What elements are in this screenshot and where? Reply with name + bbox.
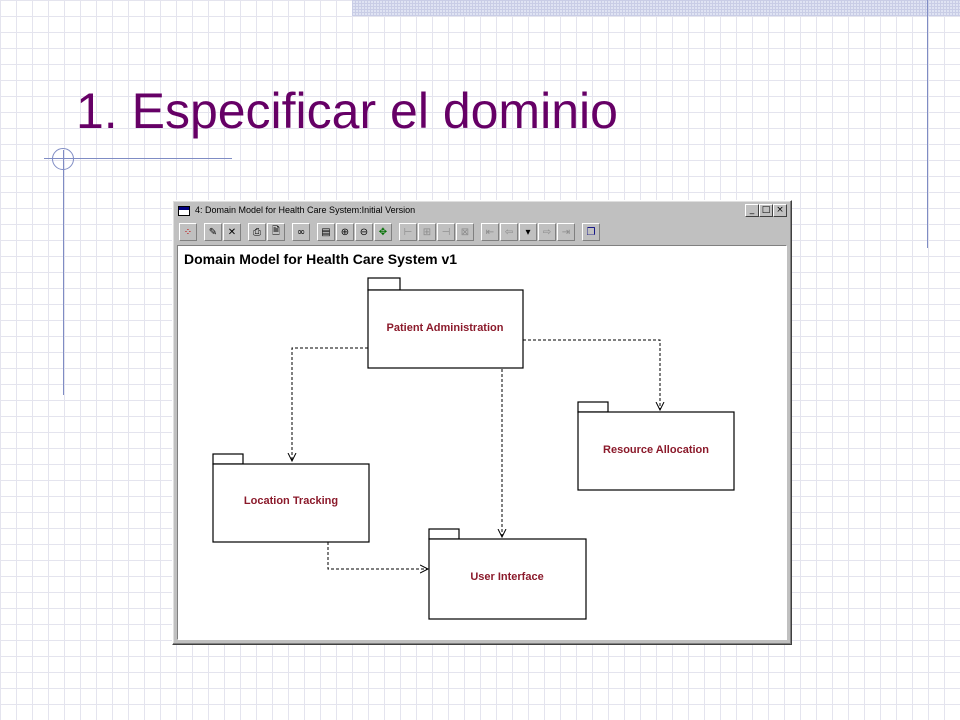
forward-icon[interactable]: ⇥ [557, 223, 575, 241]
slide-title: 1. Especificar el dominio [76, 83, 618, 139]
location-tracking-label: Location Tracking [243, 495, 339, 507]
diagram-title: Domain Model for Health Care System v1 [184, 251, 458, 267]
zoom-icon[interactable]: ⊕ [336, 223, 354, 241]
rule-circle-ornament [52, 148, 74, 170]
user-interface-label: User Interface [470, 571, 544, 583]
package-location-tracking[interactable] [212, 453, 370, 543]
package-resource-allocation[interactable] [577, 401, 735, 491]
close-button[interactable]: × [773, 204, 787, 217]
toolbar: ⁘ ✎ ✕ ⎙ 🗎 ∞ ▤ ⊕ ⊖ ✥ ⊢ ⊞ ⊣ ⊠ ⇤ ⇦ ▾ ⇨ ⇥ ❐ [177, 221, 787, 243]
print-preview-icon[interactable]: 🗎 [267, 223, 285, 241]
properties-icon[interactable]: ▤ [317, 223, 335, 241]
window-icon[interactable] [178, 206, 190, 216]
distribute-icon[interactable]: ⊠ [456, 223, 474, 241]
diagram-canvas[interactable]: Domain Model for Health Care System v1 [177, 245, 787, 640]
diagram-window[interactable]: 4: Domain Model for Health Care System:I… [172, 200, 792, 645]
caption-buttons: _ □ × [745, 204, 787, 217]
maximize-button[interactable]: □ [759, 204, 773, 217]
right-vertical-rule [927, 0, 928, 248]
dependency-patient-to-location[interactable] [292, 347, 368, 461]
dependency-location-to-ui[interactable] [327, 542, 428, 569]
window-list-icon[interactable]: ❐ [582, 223, 600, 241]
align-center-icon[interactable]: ⊞ [418, 223, 436, 241]
align-right-icon[interactable]: ⊣ [437, 223, 455, 241]
patient-administration-label: Patient Administration [386, 322, 504, 334]
package-diagram [212, 277, 735, 620]
header-band [352, 0, 960, 16]
print-icon[interactable]: ⎙ [248, 223, 266, 241]
back-icon[interactable]: ⇤ [481, 223, 499, 241]
window-title: 4: Domain Model for Health Care System:I… [195, 205, 416, 215]
left-vertical-rule [63, 150, 64, 395]
package-user-interface[interactable] [428, 528, 587, 620]
find-icon[interactable]: ∞ [292, 223, 310, 241]
title-underline [44, 158, 232, 159]
package-patient-administration[interactable] [367, 277, 524, 369]
dropdown-icon[interactable]: ▾ [519, 223, 537, 241]
grid-icon[interactable]: ⁘ [179, 223, 197, 241]
dependency-patient-to-resource[interactable] [523, 339, 660, 410]
align-left-icon[interactable]: ⊢ [399, 223, 417, 241]
pencil-icon[interactable]: ✎ [204, 223, 222, 241]
navigate-icon[interactable]: ✥ [374, 223, 392, 241]
delete-icon[interactable]: ✕ [223, 223, 241, 241]
minimize-button[interactable]: _ [745, 204, 759, 217]
next-icon[interactable]: ⇨ [538, 223, 556, 241]
window-titlebar[interactable]: 4: Domain Model for Health Care System:I… [175, 203, 789, 219]
zoom-out-icon[interactable]: ⊖ [355, 223, 373, 241]
previous-icon[interactable]: ⇦ [500, 223, 518, 241]
resource-allocation-label: Resource Allocation [603, 444, 709, 456]
